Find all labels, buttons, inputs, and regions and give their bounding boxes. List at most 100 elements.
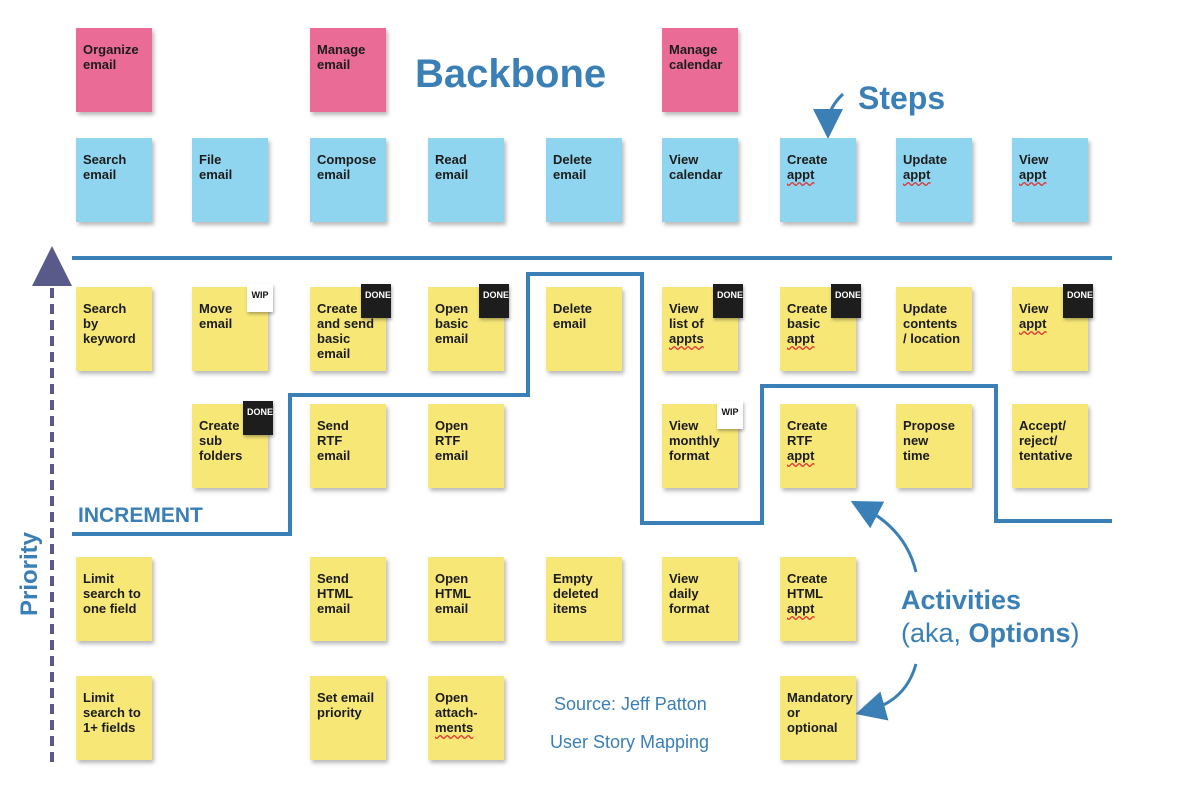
step-note: Delete email [546,138,622,222]
step-note: File email [192,138,268,222]
story-note: Delete email [546,287,622,371]
step-note: Search email [76,138,152,222]
activities-label: Activities (aka, Options) [901,584,1080,650]
step-note-text: Read email [435,152,469,182]
step-note: Read email [428,138,504,222]
story-note-squiggle-text: appt [787,448,815,463]
activities-title: Activities [901,585,1022,615]
story-note-squiggle-text: appts [669,331,704,346]
story-note: Send HTML email [310,557,386,641]
story-note: Limit search to one field [76,557,152,641]
story-note: Limit search to 1+ fields [76,676,152,760]
story-note-text: Set email priority [317,690,375,720]
story-note-text: Open HTML email [435,571,472,616]
story-note: Move email WIP [192,284,273,371]
step-note-squiggle-text: appt [1019,167,1047,182]
step-note-text: Compose email [317,152,377,182]
story-note-text: Create sub folders [199,418,243,463]
story-note-text: Update contents / location [903,301,961,346]
step-note-text: View appt [1019,152,1049,182]
story-note: Mandatory or optional [780,676,856,760]
story-note-text: Send RTF email [317,418,351,463]
story-note: Empty deleted items [546,557,622,641]
activities-arrow-lower [855,663,918,721]
story-note: Open attach- ments [428,676,504,760]
story-note: View appt DONE [1012,284,1093,371]
story-note-text: View appt [1019,301,1049,331]
step-note-squiggle-text: appt [787,167,815,182]
step-note-text: Create appt [787,152,828,182]
step-note-text: View calendar [669,152,723,182]
story-note: Create HTML appt [780,557,856,641]
story-note: Create RTF appt [780,404,856,488]
story-note-text: View daily format [669,571,710,616]
story-note-squiggle-text: appt [787,601,815,616]
story-note-squiggle-text: appt [1019,316,1047,331]
story-note-squiggle-text: ments [435,720,474,735]
done-tag: DONE [361,284,391,318]
step-note-squiggle-text: appt [903,167,931,182]
book-label: User Story Mapping [550,732,710,752]
step-note-text: File email [199,152,233,182]
story-note: Set email priority [310,676,386,760]
step-note: Create appt [780,138,856,222]
wip-tag: WIP [247,284,273,312]
story-note-text: Move email [199,301,233,331]
story-note-text: Accept/ reject/ tentative [1019,418,1073,463]
story-note-squiggle-text: appt [787,331,815,346]
activities-emph: Options [968,618,1071,648]
steps-label: Steps [858,80,946,116]
step-note: Compose email [310,138,386,222]
story-note-text: Open basic email [435,301,469,346]
activity-note: Manage calendar [662,28,738,112]
story-note-text: Create basic appt [787,301,828,346]
step-note-text: Delete email [553,152,593,182]
done-tag: DONE [243,401,273,435]
story-note: Search by keyword [76,287,152,371]
increment-boundary-line [72,272,1112,536]
story-note-text: Mandatory or optional [787,690,853,735]
activity-note: Organize email [76,28,152,112]
story-note: View daily format [662,557,738,641]
story-note: Send RTF email [310,404,386,488]
story-note-text: Propose new time [903,418,956,463]
story-note-text: Create RTF appt [787,418,828,463]
story-note-text: Empty deleted items [553,571,599,616]
done-tag: DONE [1063,284,1093,318]
story-note-text: View monthly format [669,418,720,463]
activities-suffix: ) [1070,618,1080,648]
step-note: View calendar [662,138,738,222]
story-note: Accept/ reject/ tentative [1012,404,1088,488]
source-label: Source: Jeff Patton [554,694,707,714]
story-note-text: Create and send basic email [317,301,375,361]
story-note-text: Open attach- ments [435,690,478,735]
activities-prefix: (aka, [901,618,969,648]
step-note: Update appt [896,138,972,222]
story-note-text: Delete email [553,301,593,331]
activity-note: Manage email [310,28,386,112]
story-note-text: Limit search to 1+ fields [83,690,141,735]
done-tag: DONE [831,284,861,318]
story-note-text: Search by keyword [83,301,136,346]
done-tag: DONE [713,284,743,318]
activity-note-text: Manage email [317,42,366,72]
priority-label: Priority [16,531,44,617]
story-note: Update contents / location [896,287,972,371]
done-tag: DONE [479,284,509,318]
story-note-text: Open RTF email [435,418,469,463]
activity-note-text: Manage calendar [669,42,723,72]
story-note: Open RTF email [428,404,504,488]
story-note-text: Create HTML appt [787,571,828,616]
step-note: View appt [1012,138,1088,222]
story-note-text: Limit search to one field [83,571,141,616]
story-note: Propose new time [896,404,972,488]
story-note: Open basic email DONE [428,284,509,371]
backbone-label: Backbone [415,52,607,96]
story-note-text: Send HTML email [317,571,354,616]
